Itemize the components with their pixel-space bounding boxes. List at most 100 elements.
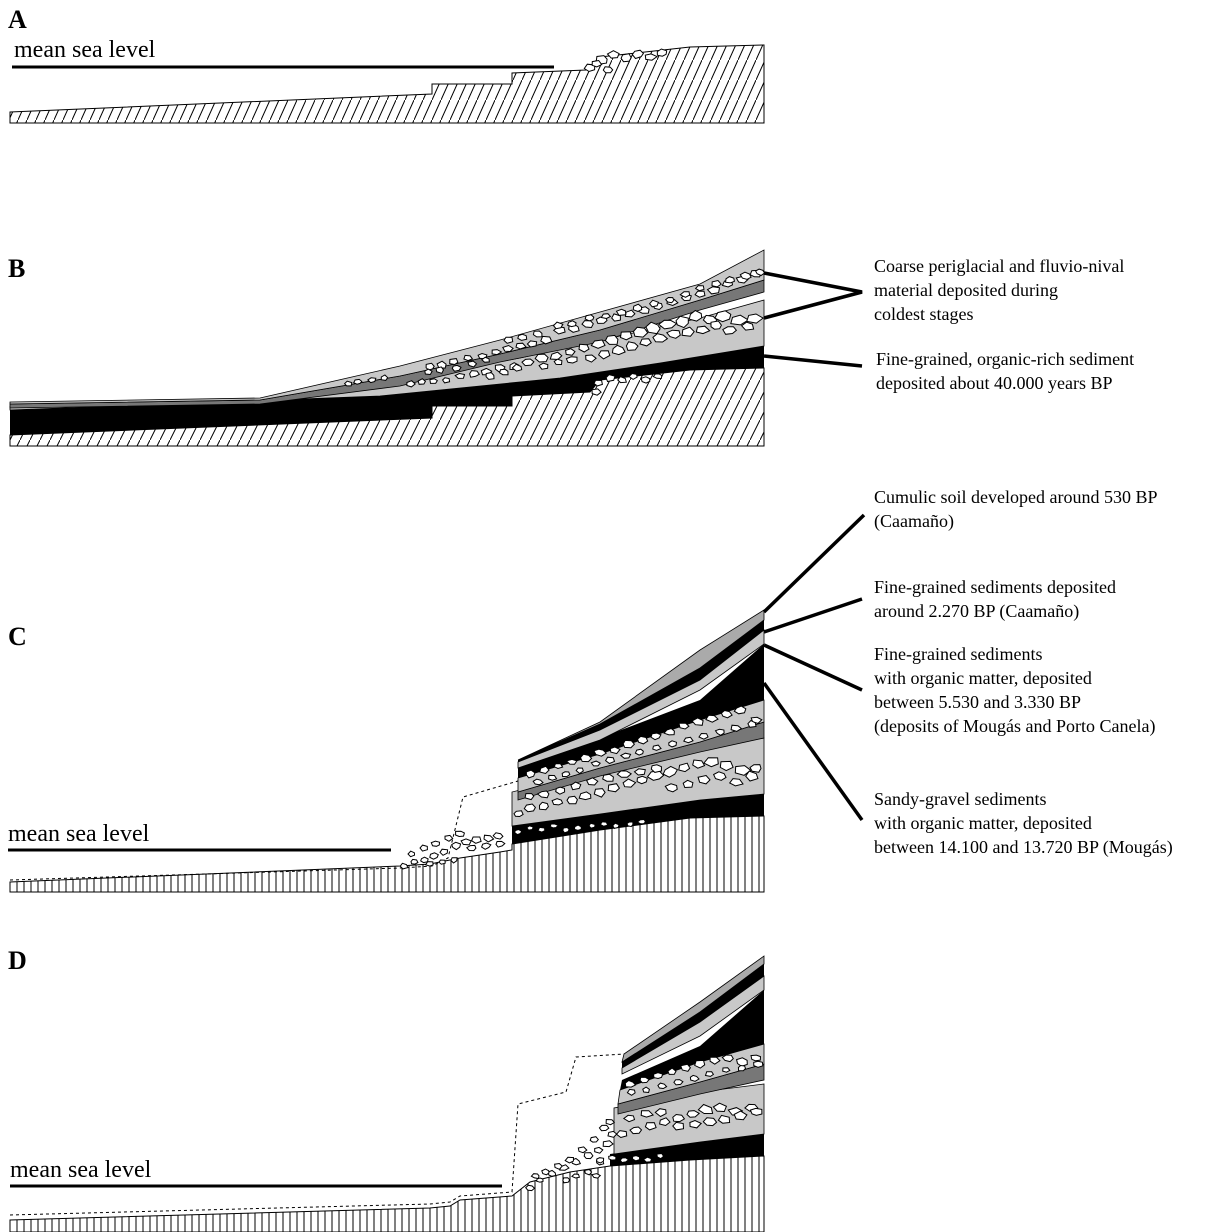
cobble xyxy=(704,1071,715,1077)
cobble xyxy=(552,321,564,330)
cobble xyxy=(681,326,695,337)
cobble xyxy=(754,268,766,277)
cobble xyxy=(659,1117,671,1127)
cobble xyxy=(548,774,558,781)
cobble xyxy=(646,770,665,781)
panel-d-thin-black-layer xyxy=(622,964,764,1068)
cobble xyxy=(712,1102,728,1113)
cobble xyxy=(672,1113,686,1123)
annotation-b-fine: Fine-grained, organic-rich sediment depo… xyxy=(876,349,1134,393)
cobble xyxy=(430,840,441,847)
annotation-c-fine5530: Fine-grained sediments with organic matt… xyxy=(874,644,1155,737)
cobble xyxy=(460,838,472,846)
annotation-c-fine2270-line: Fine-grained sediments deposited xyxy=(874,577,1116,597)
cobble xyxy=(611,344,626,356)
cobble xyxy=(571,1173,581,1179)
cobble xyxy=(749,764,762,773)
panel-b-upper-light-layer xyxy=(9,249,765,405)
cobble xyxy=(451,364,462,372)
annotation-c-sandy-line: Sandy-gravel sediments xyxy=(874,789,1046,809)
cobble xyxy=(712,771,727,781)
cobble xyxy=(530,1173,540,1180)
cobble xyxy=(538,362,549,370)
cobble xyxy=(628,372,638,380)
cobble xyxy=(594,1146,604,1154)
cobble xyxy=(749,1107,763,1116)
cobble xyxy=(632,303,643,312)
cobble xyxy=(604,756,616,765)
cobble xyxy=(640,1110,655,1118)
annotation-b-coarse: Coarse periglacial and fluvio-nival mate… xyxy=(874,256,1124,324)
cobble xyxy=(695,325,711,335)
cobble xyxy=(645,321,661,335)
cobble xyxy=(565,348,576,356)
cobble xyxy=(730,724,743,732)
cobble xyxy=(686,1110,701,1118)
cobble xyxy=(454,372,466,379)
cobble xyxy=(721,1054,734,1063)
cobble xyxy=(650,764,662,773)
cobble xyxy=(622,778,637,788)
cobble xyxy=(593,379,603,387)
cobble xyxy=(553,358,563,366)
annotation-c-sandy-line: with organic matter, deposited xyxy=(874,813,1092,833)
cobble xyxy=(720,709,733,719)
cobble xyxy=(667,1067,677,1075)
cobble xyxy=(652,333,669,343)
cobble xyxy=(561,771,571,778)
cobble xyxy=(639,1076,650,1084)
panel-d-lower-cobbles xyxy=(615,1102,763,1139)
panel-d-letter: D xyxy=(8,946,27,975)
cobble xyxy=(611,313,621,322)
panel-a-sea-level-label: mean sea level xyxy=(14,37,156,63)
cobble xyxy=(625,341,639,351)
cobble xyxy=(539,765,550,775)
cobble xyxy=(485,372,495,380)
cobble xyxy=(555,786,566,795)
cobble xyxy=(515,342,527,350)
cobble xyxy=(750,1054,762,1062)
cobble xyxy=(644,53,658,61)
cobble xyxy=(535,1177,544,1183)
cobble xyxy=(424,368,433,376)
cobble xyxy=(425,362,435,371)
cobble xyxy=(679,291,691,298)
cobble xyxy=(419,844,428,852)
cobble xyxy=(733,1110,748,1121)
cobble xyxy=(524,793,535,801)
cobble xyxy=(562,826,570,834)
annotation-c-fine5530-line: (deposits of Mougás and Porto Canela) xyxy=(874,716,1155,737)
panel-b-black-organic-layer xyxy=(10,346,764,435)
annotation-b-coarse-line: material deposited during xyxy=(874,280,1058,300)
panel-d-sea-level-label: mean sea level xyxy=(10,1157,152,1183)
cobble xyxy=(532,330,543,338)
cobble xyxy=(714,310,732,323)
cobble xyxy=(578,791,592,801)
cobble xyxy=(467,360,478,368)
cobble xyxy=(624,309,636,318)
cobble xyxy=(451,841,462,851)
cobble xyxy=(536,790,550,799)
cobble xyxy=(407,850,416,858)
cobble xyxy=(526,340,538,348)
cobble xyxy=(642,1086,650,1094)
cobble xyxy=(565,758,578,765)
cobble xyxy=(521,358,535,367)
cobble xyxy=(406,380,416,388)
cobble xyxy=(417,378,427,385)
cobble xyxy=(564,1156,575,1164)
cobble xyxy=(438,859,446,865)
cobble xyxy=(511,363,523,372)
cobble xyxy=(728,778,744,787)
cobble xyxy=(619,331,633,341)
cobble xyxy=(664,296,675,304)
annotation-b-fine-line: Fine-grained, organic-rich sediment xyxy=(876,349,1134,369)
cobble xyxy=(541,1168,550,1176)
cobble xyxy=(503,336,514,344)
cobble xyxy=(424,861,434,867)
cobble xyxy=(551,798,564,806)
cobble xyxy=(622,1114,636,1123)
cobble xyxy=(577,1146,588,1154)
cobble xyxy=(648,299,660,308)
panel-b-lower-cobbles xyxy=(406,309,765,388)
